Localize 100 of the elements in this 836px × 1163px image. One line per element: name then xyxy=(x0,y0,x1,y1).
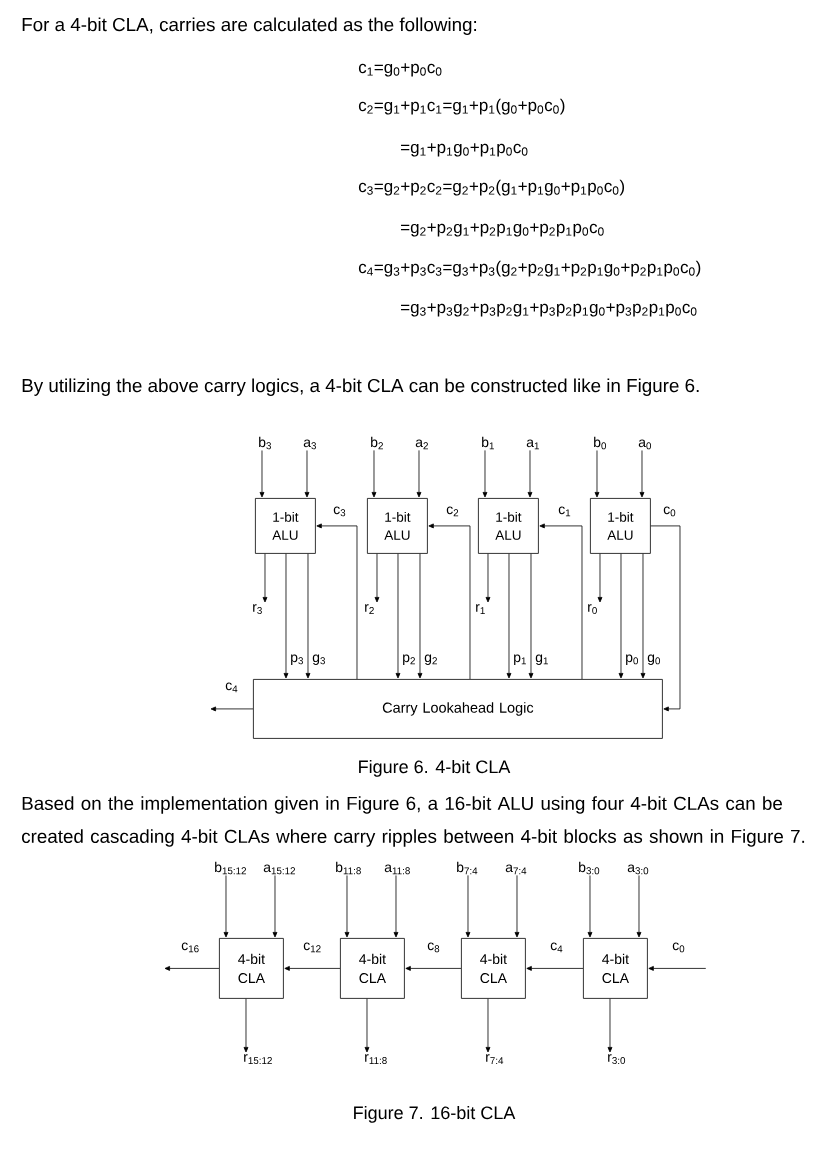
arrow xyxy=(259,450,265,498)
paragraph: Based on the implementation given in Figure 6, a 16-bit ALU using four 4-bit CLAs can be created cascading 4-bit CLAs where carry ripples between 4-bit blocks as shown in Figure 7. xyxy=(22,796,805,847)
equation: =g$_{1}$+p$_{1}$g$_{0}$+p$_{1}$p$_{0}$c$_{0}$ xyxy=(401,143,528,157)
input-label: b$_{3}$ xyxy=(259,436,271,450)
arrow xyxy=(528,553,534,679)
signal-label: g$_{2}$ xyxy=(423,653,439,666)
figure-caption: Figure 7. 16-bit CLA xyxy=(354,1105,516,1123)
signal-label: p$_{3}$ xyxy=(289,653,305,666)
signal-label: c$_{16}$ xyxy=(180,941,201,954)
signal-label: c$_{0}$ xyxy=(662,505,678,518)
arrow xyxy=(465,874,471,938)
equation: c$_{3}$=g$_{2}$+p$_{2}$c$_{2}$=g$_{2}$+p$_{2}$(g$_{1}$+p$_{1}$g$_{0}$+p$_{1}$p$_{0}$c$_{0}$) xyxy=(358,179,625,196)
input-label: a$_{7:4}$ xyxy=(505,864,527,875)
signal-label: g$_{3}$ xyxy=(311,653,327,666)
arrow xyxy=(417,553,423,679)
arrow xyxy=(639,450,645,498)
arrow xyxy=(284,966,341,971)
arrow xyxy=(164,966,220,971)
input-label: b$_{1}$ xyxy=(482,436,494,450)
signal-label: c$_{12}$ xyxy=(302,941,323,954)
arrow xyxy=(485,998,491,1053)
arrow xyxy=(305,553,311,679)
output-label: r$_{1}$ xyxy=(476,604,485,614)
arrow xyxy=(344,875,350,938)
input-label: a$_{3}$ xyxy=(303,439,316,450)
signal-label: c$_{3}$ xyxy=(332,505,348,518)
alu-box: 1-bit ALU xyxy=(255,498,316,554)
signal-label: p$_{1}$ xyxy=(512,653,528,666)
signal-label: g$_{1}$ xyxy=(534,653,550,666)
arrow xyxy=(618,553,624,679)
arrow xyxy=(374,553,380,603)
input-label: a$_{0}$ xyxy=(638,439,652,450)
input-label: b$_{15:12}$ xyxy=(215,861,246,875)
output-label: r$_{2}$ xyxy=(365,604,374,614)
input-label: a$_{15:12}$ xyxy=(263,864,295,875)
signal-label: p$_{0}$ xyxy=(624,653,640,666)
signal-label: c$_{0}$ xyxy=(671,941,687,954)
signal-label: c$_{1}$ xyxy=(557,505,573,518)
paragraph: By utilizing the above carry logics, a 4-bit CLA can be constructed like in Figure 6. xyxy=(22,378,699,396)
input-label: b$_{0}$ xyxy=(594,436,607,450)
arrow xyxy=(594,450,600,498)
output-label: r$_{11:8}$ xyxy=(365,1054,387,1064)
arrow xyxy=(527,449,533,498)
arrow xyxy=(506,553,512,679)
arrow xyxy=(262,553,268,603)
arrow xyxy=(283,553,289,679)
output-label: r$_{15:12}$ xyxy=(244,1054,272,1064)
input-label: a$_{11:8}$ xyxy=(384,864,410,875)
arrow xyxy=(514,874,520,938)
arrow xyxy=(587,875,593,938)
cla-box: 4-bit CLA xyxy=(583,938,648,999)
equation: c$_{2}$=g$_{1}$+p$_{1}$c$_{1}$=g$_{1}$+p$_{1}$(g$_{0}$+p$_{0}$c$_{0}$) xyxy=(358,98,565,115)
input-label: a$_{3:0}$ xyxy=(627,864,649,875)
signal-label: g$_{0}$ xyxy=(646,653,662,666)
input-label: a$_{2}$ xyxy=(415,439,428,450)
arrow xyxy=(210,706,254,712)
arrow xyxy=(482,449,488,498)
arrow xyxy=(395,553,401,679)
arrow xyxy=(316,523,358,680)
input-label: b$_{11:8}$ xyxy=(336,861,361,875)
signal-label: c$_{4}$ xyxy=(224,681,240,694)
arrow xyxy=(405,966,462,971)
arrow xyxy=(650,525,681,712)
arrow xyxy=(304,450,310,498)
signal-label: c$_{4}$ xyxy=(549,941,565,954)
output-label: r$_{7:4}$ xyxy=(486,1054,504,1064)
output-label: r$_{3}$ xyxy=(253,604,262,614)
logic-box: Carry Lookahead Logic xyxy=(253,679,663,739)
equation: c$_{1}$=g$_{0}$+p$_{0}$c$_{0}$ xyxy=(358,63,442,77)
signal-label: c$_{2}$ xyxy=(445,505,461,518)
input-label: a$_{1}$ xyxy=(526,439,539,450)
arrow xyxy=(416,449,422,498)
arrow xyxy=(539,523,583,680)
alu-box: 1-bit ALU xyxy=(478,498,539,554)
arrow xyxy=(640,553,646,679)
paragraph: For a 4-bit CLA, carries are calculated as the following: xyxy=(22,17,477,35)
output-label: r$_{0}$ xyxy=(588,604,597,614)
equation: c$_{4}$=g$_{3}$+p$_{3}$c$_{3}$=g$_{3}$+p$_{3}$(g$_{2}$+p$_{2}$g$_{1}$+p$_{2}$p$_{1}$g$_{0}$+p$_{2}$p$_{1}$p$_{0}$c$_{0}$) xyxy=(358,260,701,277)
arrow xyxy=(243,998,249,1053)
arrow xyxy=(636,875,642,938)
arrow xyxy=(607,998,613,1053)
signal-label: c$_{8}$ xyxy=(426,941,442,954)
arrow xyxy=(371,449,377,498)
arrow xyxy=(364,998,370,1053)
arrow xyxy=(393,875,399,938)
cla-box: 4-bit CLA xyxy=(219,938,284,999)
arrow xyxy=(485,553,491,603)
signal-label: p$_{2}$ xyxy=(401,653,417,666)
alu-box: 1-bit ALU xyxy=(367,498,428,554)
arrow xyxy=(648,966,707,971)
equation: =g$_{2}$+p$_{2}$g$_{1}$+p$_{2}$p$_{1}$g$_{0}$+p$_{2}$p$_{1}$p$_{0}$c$_{0}$ xyxy=(401,223,604,237)
input-label: b$_{3:0}$ xyxy=(579,861,600,875)
input-label: b$_{7:4}$ xyxy=(457,861,478,875)
alu-box: 1-bit ALU xyxy=(590,498,651,554)
cla-box: 4-bit CLA xyxy=(461,938,526,999)
arrow xyxy=(272,875,278,938)
arrow xyxy=(428,523,471,680)
arrow xyxy=(526,966,584,971)
equation: =g$_{3}$+p$_{3}$g$_{2}$+p$_{3}$p$_{2}$g$_{1}$+p$_{3}$p$_{2}$p$_{1}$g$_{0}$+p$_{3}$p$_{2}$p$_{1}$p$_{0}$c$_{0}$ xyxy=(401,303,697,317)
figure-caption: Figure 6. 4-bit CLA xyxy=(359,759,511,777)
